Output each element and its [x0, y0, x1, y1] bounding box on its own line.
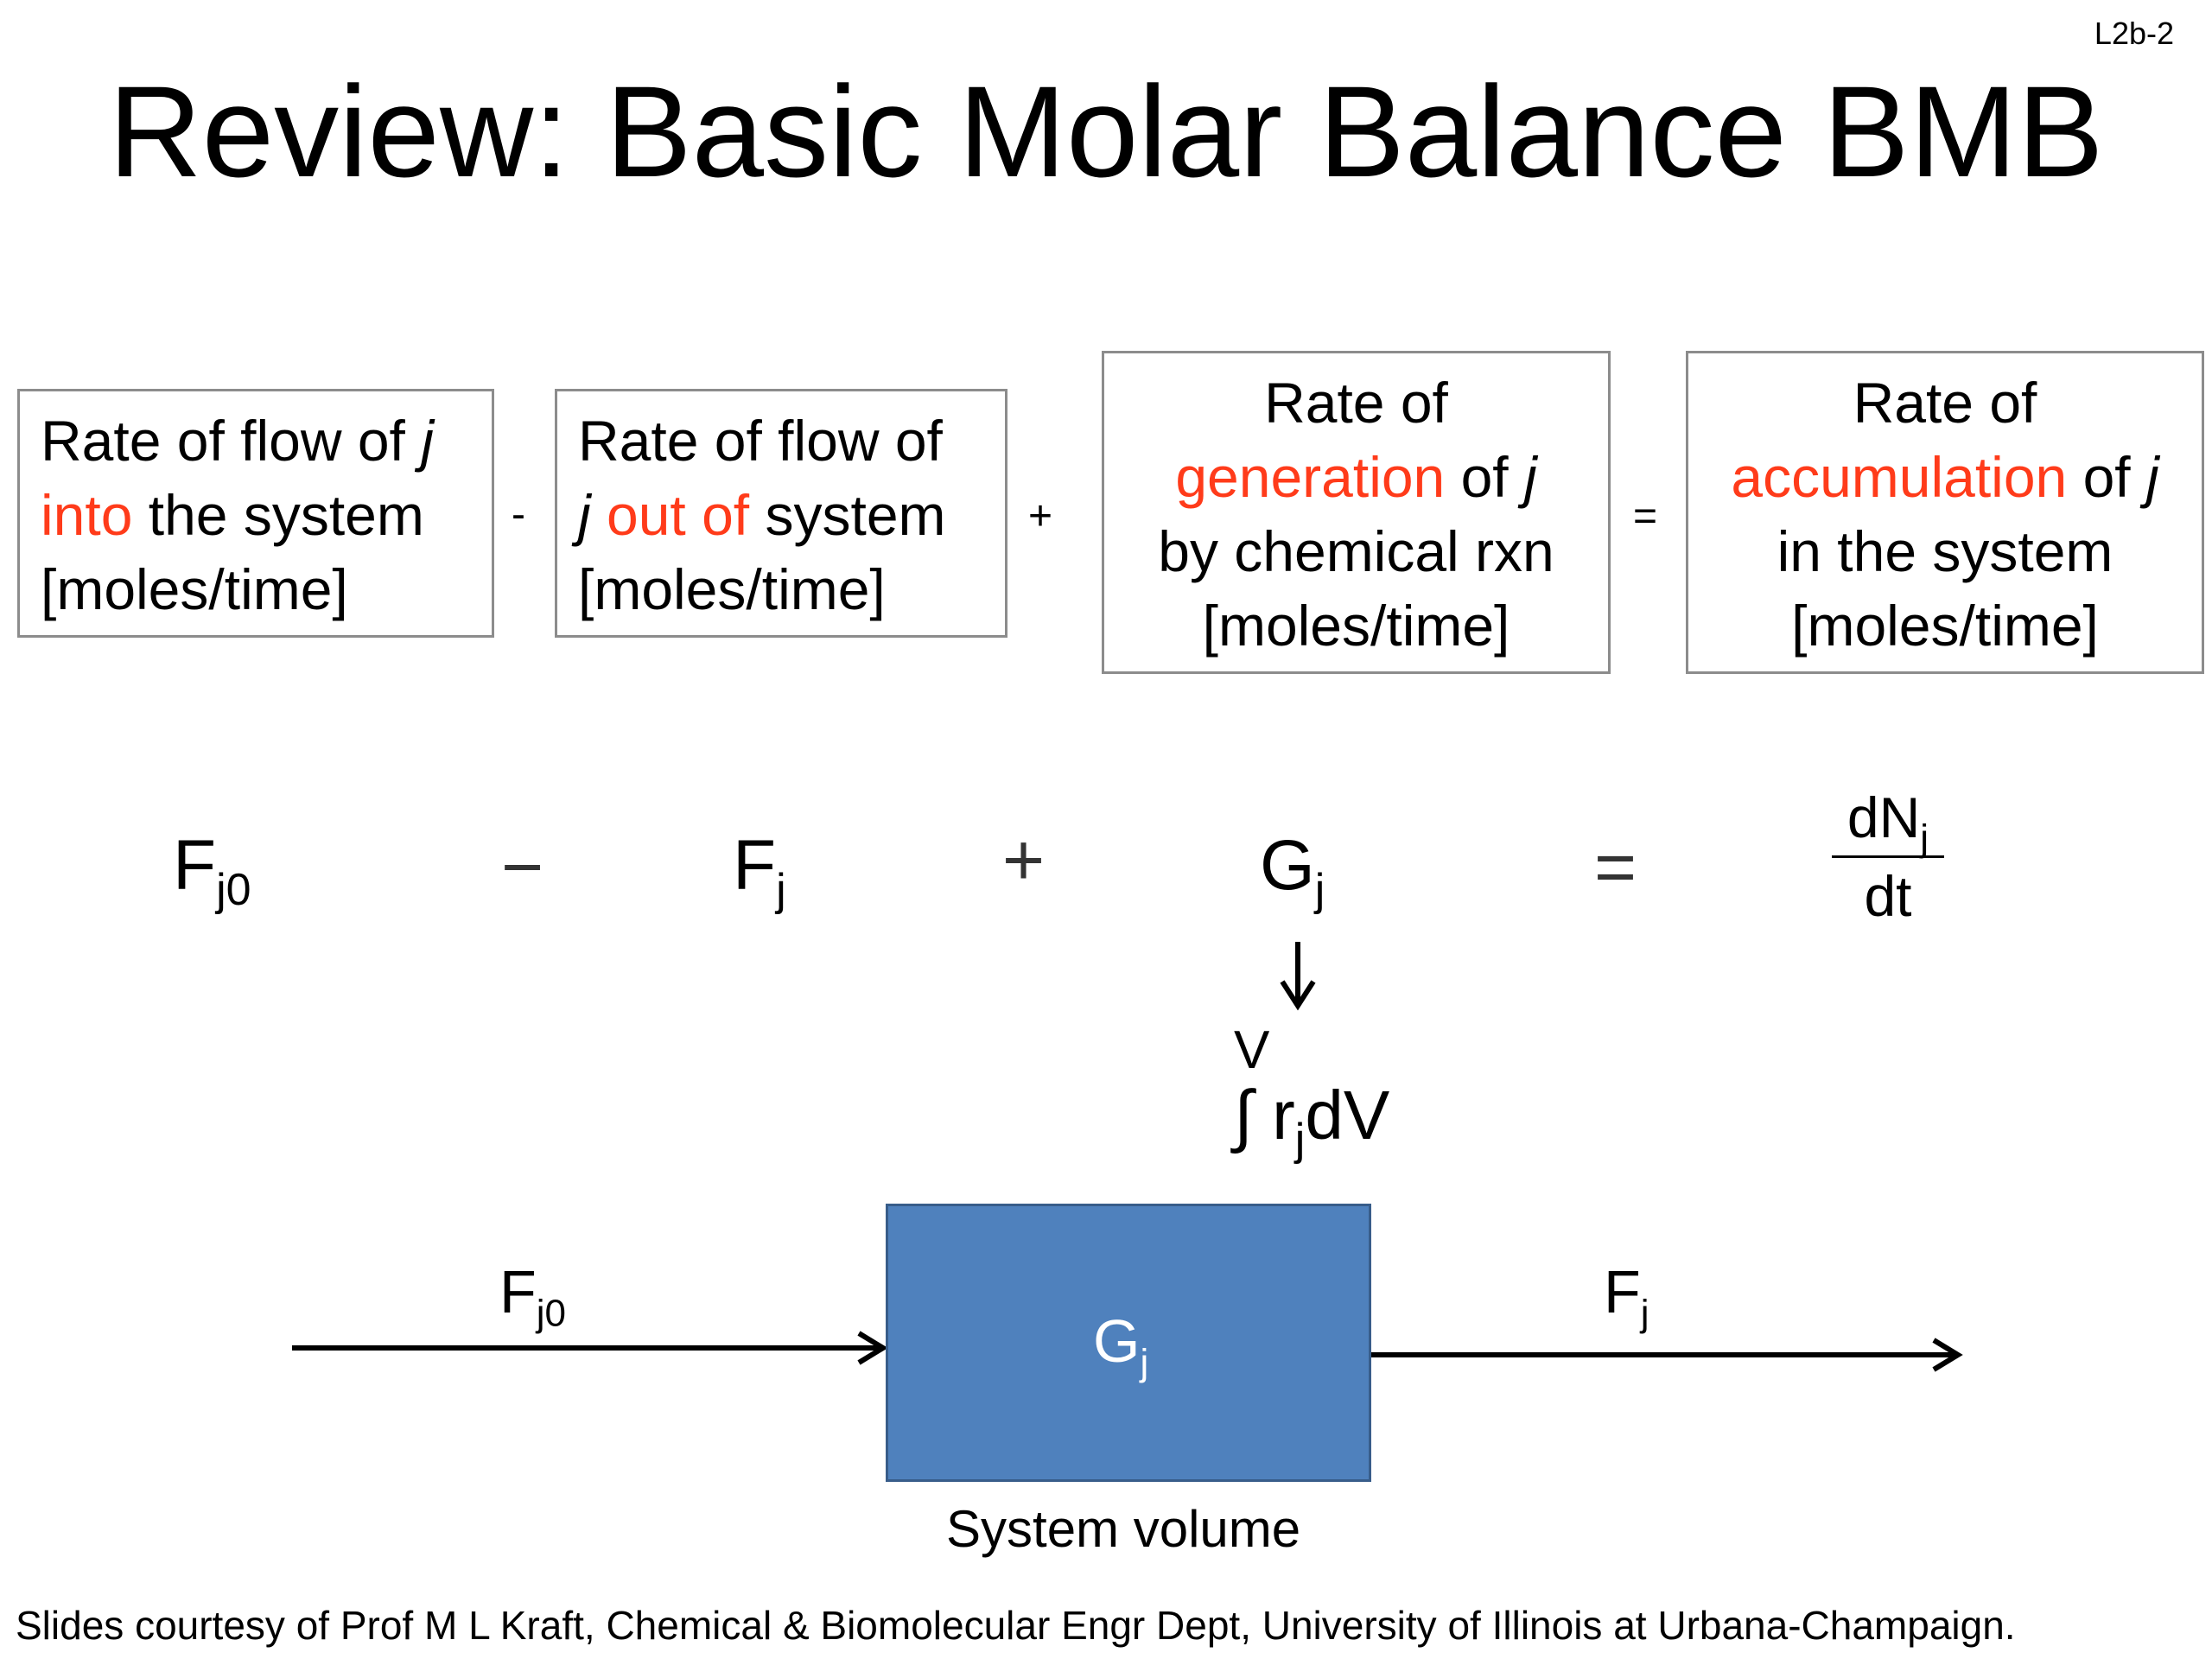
equation-term-generation: Gj — [1260, 826, 1325, 916]
system-generation-label: Gj — [1093, 1307, 1149, 1384]
system-volume-box — [886, 1204, 1371, 1482]
system-volume-caption: System volume — [946, 1500, 1301, 1558]
integral-sign: ∫ — [1234, 1077, 1253, 1154]
box-accumulation-line-3: in the system — [1777, 519, 2113, 583]
inflow-label: Fj0 — [499, 1258, 567, 1335]
box-outflow-line-1: Rate of flow of — [578, 409, 943, 473]
slide-number: L2b-2 — [2094, 16, 2174, 51]
box-inflow-line-1: Rate of flow of j — [41, 409, 434, 473]
operator-equals: = — [1633, 493, 1658, 539]
equation-operator-equals: = — [1594, 826, 1637, 907]
operator-plus: + — [1028, 493, 1053, 539]
equation-term-accumulation: dNj dt — [1832, 785, 1944, 929]
box-accumulation: Rate of accumulation of j in the system … — [1686, 351, 2204, 674]
integral-upper-limit: V — [1234, 1020, 1270, 1080]
fraction-bar — [1832, 855, 1944, 858]
box-accumulation-line-2: accumulation of j — [1731, 445, 2159, 509]
box-inflow-line-2: into the system — [41, 483, 424, 547]
equation-operator-plus: + — [1002, 819, 1046, 900]
equation-term-inflow: Fj0 — [173, 826, 251, 916]
box-generation-line-1: Rate of — [1264, 371, 1448, 435]
equation-term-outflow: Fj — [733, 826, 786, 916]
equation-operator-minus: − — [501, 826, 544, 907]
box-generation-line-2: generation of j — [1175, 445, 1537, 509]
fraction-denominator: dt — [1864, 864, 1912, 928]
box-generation-line-3: by chemical rxn — [1158, 519, 1554, 583]
inflow-arrow — [292, 1331, 888, 1365]
box-outflow-line-2: j out of system — [578, 483, 946, 547]
box-generation: Rate of generation of j by chemical rxn … — [1102, 351, 1611, 674]
outflow-arrow — [1371, 1338, 1963, 1372]
outflow-label: Fj — [1604, 1258, 1649, 1335]
box-outflow-line-3: [moles/time] — [578, 557, 886, 621]
box-generation-line-4: [moles/time] — [1202, 594, 1510, 658]
box-outflow: Rate of flow of j out of system [moles/t… — [555, 389, 1007, 638]
footer-credit: Slides courtesy of Prof M L Kraft, Chemi… — [16, 1603, 2016, 1648]
box-accumulation-line-1: Rate of — [1853, 371, 2037, 435]
integral-expression: ∫ rjdV — [1234, 1077, 1390, 1166]
box-inflow: Rate of flow of j into the system [moles… — [17, 389, 494, 638]
box-inflow-line-3: [moles/time] — [41, 557, 348, 621]
down-arrow — [1280, 942, 1316, 1011]
page-title: Review: Basic Molar Balance BMB — [108, 59, 2104, 204]
fraction-numerator: dNj — [1847, 785, 1929, 860]
box-accumulation-line-4: [moles/time] — [1791, 594, 2099, 658]
operator-minus: - — [512, 492, 525, 537]
